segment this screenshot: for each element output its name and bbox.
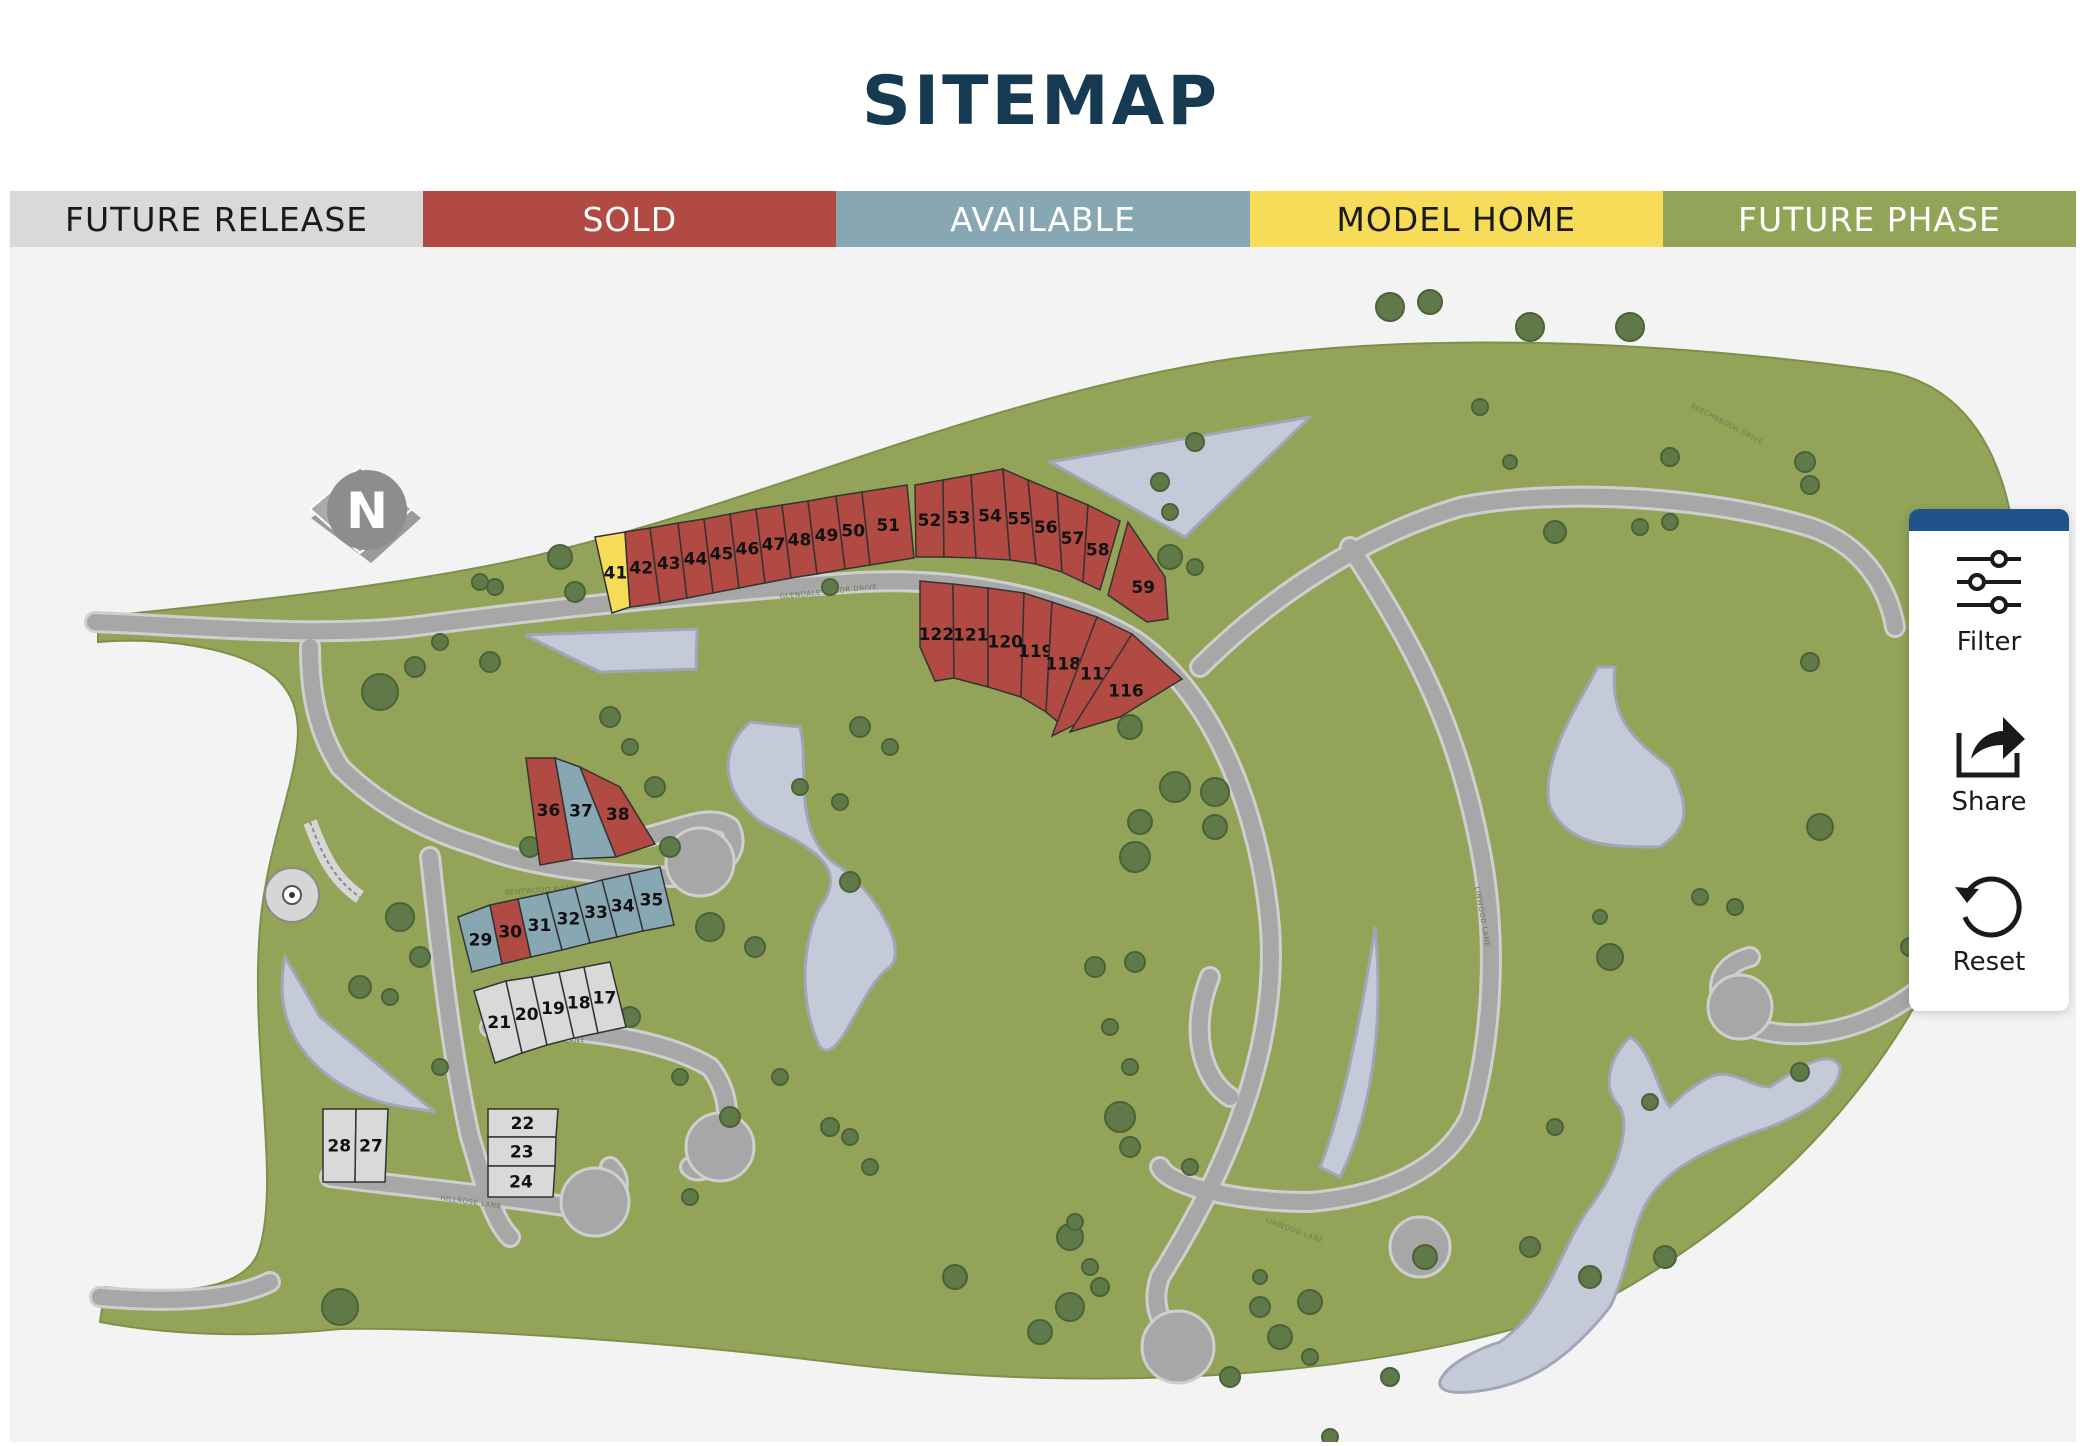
lot-number: 116 (1108, 682, 1144, 702)
lot-59[interactable] (1107, 520, 1169, 623)
lot-27[interactable] (354, 1108, 389, 1183)
lot-number: 51 (876, 516, 900, 536)
lot-24[interactable] (487, 1165, 556, 1198)
amenity-pavilion (264, 819, 365, 923)
lake (1438, 1035, 1842, 1394)
lot-38[interactable] (578, 765, 657, 858)
status-legend: FUTURE RELEASE SOLD AVAILABLE MODEL HOME… (10, 191, 2077, 247)
lakes (280, 414, 1842, 1394)
lot-number: 22 (511, 1114, 535, 1134)
lot-number: 55 (1007, 509, 1031, 529)
lake (280, 952, 436, 1114)
legend-future-release: FUTURE RELEASE (10, 191, 424, 247)
lake (1045, 414, 1315, 539)
legend-available: AVAILABLE (836, 191, 1250, 247)
compass-north: N (308, 465, 421, 563)
lot-35[interactable] (628, 866, 675, 932)
lot-number: 122 (919, 625, 955, 645)
lot-number: 27 (359, 1137, 383, 1157)
page-title: SITEMAP (861, 62, 1221, 141)
lot-number: 37 (569, 801, 593, 821)
toolbar-accent (1909, 509, 2069, 531)
lot-number: 52 (918, 511, 942, 531)
lot-122[interactable] (919, 580, 955, 682)
reset-icon (1955, 876, 2022, 938)
lot-number: 48 (788, 531, 812, 551)
share-label: Share (1951, 787, 2027, 817)
lot-number: 19 (541, 999, 565, 1019)
reset-label: Reset (1952, 947, 2026, 977)
legend-sold: SOLD (423, 191, 837, 247)
lot-number: 45 (710, 545, 734, 565)
roads (84, 485, 1971, 1385)
filter-button[interactable]: Filter (1909, 549, 2069, 689)
lot-number: 20 (515, 1005, 539, 1025)
lot-number: 54 (978, 507, 1002, 527)
lot-number: 29 (469, 931, 493, 951)
lot-number: 118 (1046, 654, 1082, 674)
lot-number: 43 (657, 554, 681, 574)
lot-number: 31 (528, 916, 552, 936)
lot-number: 33 (584, 903, 608, 923)
legend-model-home: MODEL HOME (1249, 191, 1663, 247)
lot-number: 24 (509, 1173, 533, 1193)
lot-number: 46 (736, 540, 760, 560)
lot-number: 42 (629, 559, 653, 579)
lake (524, 627, 699, 674)
lot-number: 23 (510, 1143, 534, 1163)
lot-number: 21 (487, 1013, 511, 1033)
lot-17[interactable] (583, 961, 627, 1034)
site-map-canvas[interactable]: GLENDALE ARBOR DRIVE BENTWOOD ROAD RAVFO… (10, 247, 2076, 1442)
lot-number: 56 (1034, 518, 1058, 538)
lot-number: 44 (684, 549, 708, 569)
lot-number: 17 (593, 988, 617, 1008)
lake (1318, 926, 1380, 1180)
lot-58[interactable] (1082, 503, 1121, 592)
filter-icon (1957, 550, 2021, 614)
lot-number: 53 (947, 509, 971, 529)
lot-number: 50 (841, 522, 865, 542)
lot-number: 47 (762, 535, 786, 555)
filter-label: Filter (1956, 627, 2022, 657)
lot-number: 58 (1086, 541, 1110, 561)
lot-number: 36 (537, 801, 561, 821)
share-button[interactable]: Share (1909, 709, 2069, 849)
map-toolbar: Filter Share Reset (1909, 509, 2069, 1011)
compass-label: N (346, 482, 388, 540)
lake (1546, 665, 1686, 849)
site-map[interactable]: GLENDALE ARBOR DRIVE BENTWOOD ROAD RAVFO… (10, 247, 2076, 1442)
trees (321, 289, 1980, 1442)
reset-button[interactable]: Reset (1909, 869, 2069, 1009)
lot-number: 32 (557, 909, 581, 929)
lot-116[interactable] (1068, 632, 1184, 734)
lake (726, 720, 897, 1052)
lot-number: 121 (953, 625, 989, 645)
share-icon (1956, 717, 2025, 778)
lot-number: 41 (604, 563, 628, 583)
lot-number: 120 (988, 632, 1024, 652)
lot-number: 119 (1018, 642, 1054, 662)
lot-number: 28 (327, 1137, 351, 1157)
lot-number: 30 (498, 922, 522, 942)
lot-number: 59 (1131, 578, 1155, 598)
lot-number: 18 (567, 994, 591, 1014)
lot-number: 35 (640, 890, 664, 910)
lot-51[interactable] (861, 484, 915, 566)
lot-number: 38 (606, 805, 630, 825)
lot-number: 57 (1061, 529, 1085, 549)
lot-number: 49 (815, 526, 839, 546)
lot-number: 34 (611, 897, 635, 917)
legend-future-phase: FUTURE PHASE (1662, 191, 2077, 247)
